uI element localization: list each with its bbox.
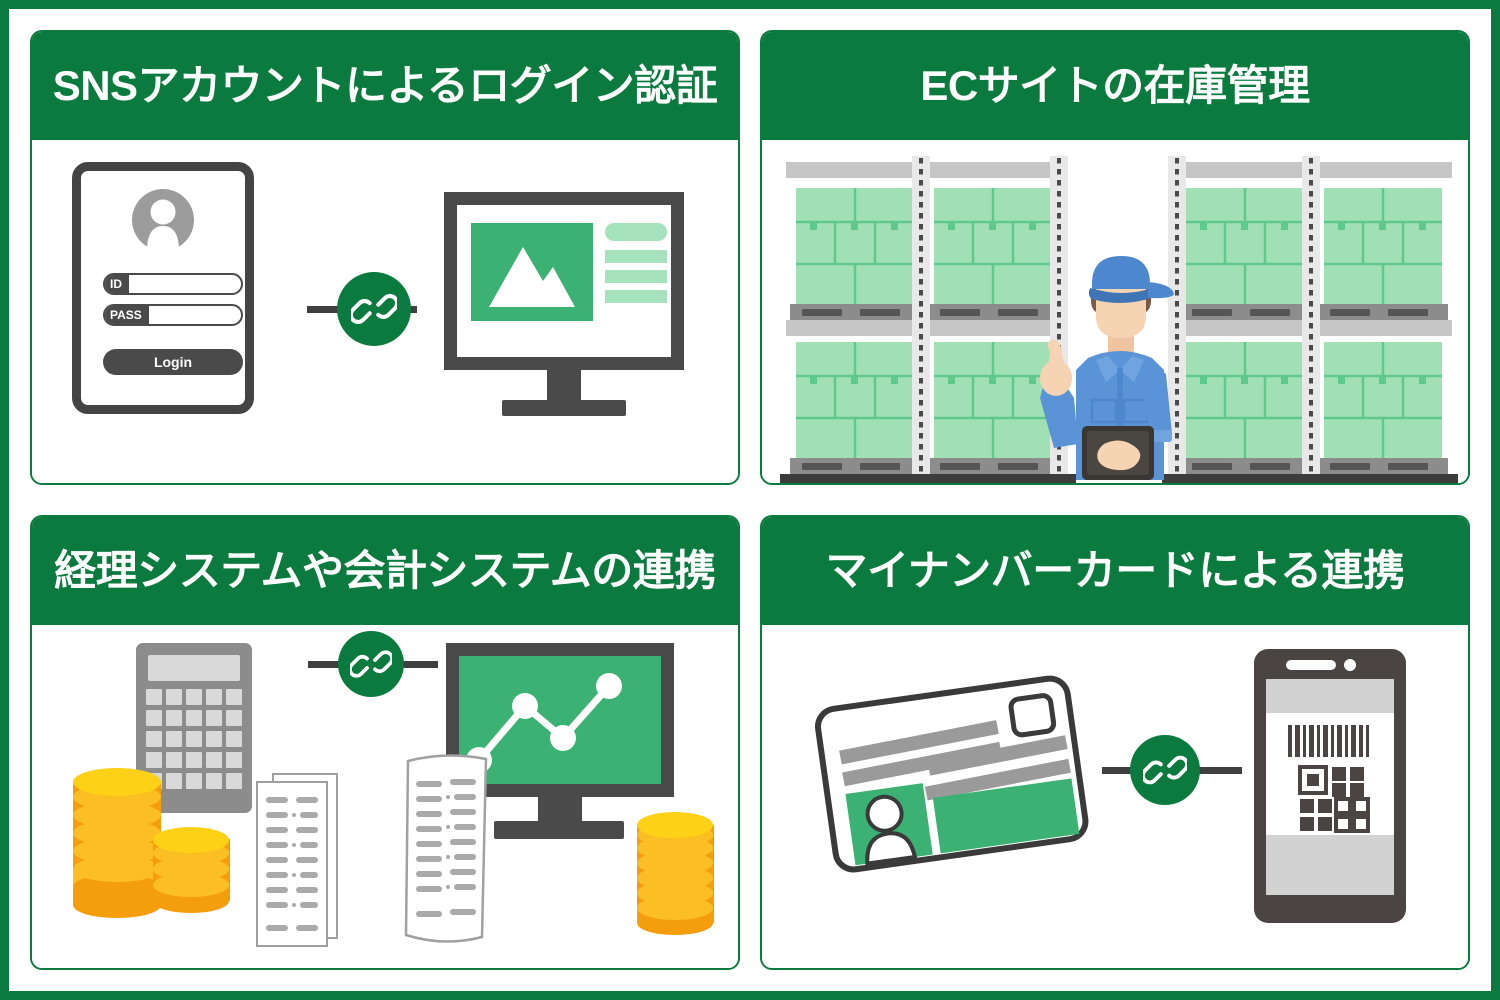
- monitor-text-bar: [605, 290, 667, 303]
- id-field-label: ID: [105, 275, 129, 293]
- post-perforations: [1309, 158, 1313, 480]
- qr-code: [1298, 765, 1370, 833]
- post-perforations: [1057, 158, 1061, 480]
- pallet: [928, 458, 1058, 474]
- box-stack: [1324, 188, 1442, 304]
- pass-field-label: PASS: [105, 306, 149, 324]
- invoice-sheet: [256, 781, 328, 947]
- warehouse-worker: [1030, 248, 1210, 483]
- speaker-slot: [1286, 660, 1336, 670]
- pallet-slot: [802, 463, 842, 470]
- card-illustration-warehouse: [762, 140, 1468, 483]
- login-form-mockup: ID PASS Login: [72, 162, 254, 414]
- card-grid: SNSアカウントによるログイン認証 ID: [30, 30, 1470, 970]
- coin-stack-tall: [70, 767, 166, 923]
- box-stack: [934, 342, 1052, 458]
- monitor-text-bar: [605, 250, 667, 263]
- card-header: 経理システムや会計システムの連携: [32, 517, 738, 625]
- pallet: [1180, 304, 1310, 320]
- box-stack: [796, 188, 914, 304]
- card-title: 経理システムや会計システムの連携: [54, 547, 716, 594]
- person-avatar-icon: [132, 189, 194, 251]
- card-header: マイナンバーカードによる連携: [762, 517, 1468, 625]
- pallet: [1318, 304, 1448, 320]
- post-perforations: [919, 158, 923, 480]
- front-camera-dot: [1344, 659, 1356, 671]
- card-sns-login-auth: SNSアカウントによるログイン認証 ID: [30, 30, 740, 485]
- calculator-keypad: [146, 689, 244, 809]
- pallet-slot: [860, 309, 900, 316]
- pallet-slot: [1192, 309, 1232, 316]
- card-illustration-accounting: [32, 625, 738, 968]
- card-title: マイナンバーカードによる連携: [825, 547, 1405, 594]
- pallet: [928, 304, 1058, 320]
- chain-link-icon: [338, 631, 404, 697]
- card-accounting-integration: 経理システムや会計システムの連携: [30, 515, 740, 970]
- card-my-number-integration: マイナンバーカードによる連携: [760, 515, 1470, 970]
- monitor-text-bar: [605, 270, 667, 283]
- pallet-slot: [998, 463, 1038, 470]
- card-illustration-mynumber: [762, 625, 1468, 968]
- pallet-slot: [1330, 309, 1370, 316]
- pallet: [790, 458, 920, 474]
- barcode: [1288, 725, 1369, 757]
- pallet-slot: [1192, 463, 1232, 470]
- pallet: [1180, 458, 1310, 474]
- warehouse-floor: [1162, 474, 1458, 483]
- warehouse-floor: [780, 474, 1076, 483]
- coin-stack-right: [634, 811, 718, 941]
- box-stack: [1186, 188, 1304, 304]
- chain-link-icon: [1130, 735, 1200, 805]
- monitor-neck: [547, 370, 581, 400]
- calculator-screen: [148, 655, 240, 681]
- id-field[interactable]: ID: [103, 273, 243, 295]
- monitor-base: [494, 821, 624, 839]
- coin-stack-short: [150, 825, 234, 925]
- monitor-text-bar: [605, 223, 667, 241]
- chain-link-icon: [337, 272, 411, 346]
- login-button[interactable]: Login: [103, 349, 243, 375]
- card-illustration-login: ID PASS Login: [32, 140, 738, 483]
- card-ec-inventory-management: ECサイトの在庫管理: [760, 30, 1470, 485]
- pass-field[interactable]: PASS: [103, 304, 243, 326]
- card-header: SNSアカウントによるログイン認証: [32, 32, 738, 140]
- box-stack: [1324, 342, 1442, 458]
- my-number-card: [802, 661, 1102, 891]
- box-stack: [796, 342, 914, 458]
- pallet-slot: [940, 309, 980, 316]
- pallet-slot: [1388, 309, 1428, 316]
- pallet-slot: [1330, 463, 1370, 470]
- box-stack: [934, 188, 1052, 304]
- pallet-slot: [860, 463, 900, 470]
- pallet-slot: [802, 309, 842, 316]
- card-header: ECサイトの在庫管理: [762, 32, 1468, 140]
- pallet: [1318, 458, 1448, 474]
- pallet-slot: [1250, 463, 1290, 470]
- mountain-image-icon: [471, 223, 593, 321]
- box-stack: [1186, 342, 1304, 458]
- pallet-slot: [1388, 463, 1428, 470]
- code-display-area: [1266, 713, 1394, 835]
- pallet-slot: [1250, 309, 1290, 316]
- line-chart: [476, 683, 612, 763]
- pallet-slot: [998, 309, 1038, 316]
- card-title: SNSアカウントによるログイン認証: [52, 62, 718, 109]
- post-perforations: [1175, 158, 1179, 480]
- card-title: ECサイトの在庫管理: [920, 62, 1310, 109]
- receipt-sheet-wavy: [402, 753, 492, 945]
- pallet: [790, 304, 920, 320]
- monitor-base: [502, 400, 626, 416]
- website-monitor: [444, 192, 684, 370]
- ic-chip-icon: [1008, 693, 1057, 738]
- pallet-slot: [940, 463, 980, 470]
